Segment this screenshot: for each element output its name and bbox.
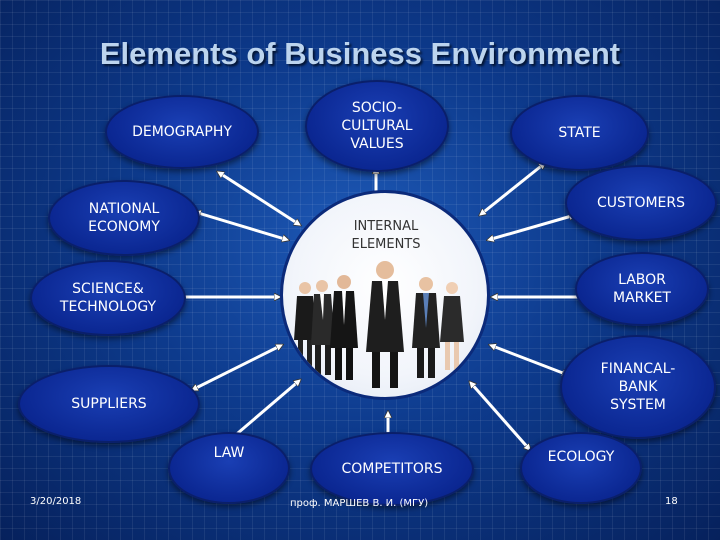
labor-market-label: LABOR MARKET bbox=[613, 271, 671, 306]
arrow-ecology bbox=[470, 382, 530, 450]
state-label: STATE bbox=[558, 124, 601, 141]
person-figure bbox=[366, 261, 404, 388]
socio-cultural-label: SOCIO- CULTURAL VALUES bbox=[341, 99, 413, 153]
financial-bank-system-ellipse: FINANCAL- BANK SYSTEM bbox=[560, 335, 716, 439]
national-economy-ellipse: NATIONAL ECONOMY bbox=[48, 180, 200, 256]
person-figure bbox=[412, 277, 440, 378]
suppliers-ellipse: SUPPLIERS bbox=[18, 365, 200, 443]
law-label: LAW bbox=[213, 444, 245, 461]
arrow-financial-bank bbox=[490, 345, 568, 375]
science-technology-label: SCIENCE& TECHNOLOGY bbox=[59, 280, 157, 315]
slide-title: Elements of Business Environment bbox=[99, 36, 621, 71]
science-technology-ellipse: SCIENCE& TECHNOLOGY bbox=[30, 260, 186, 336]
arrow-customers bbox=[488, 215, 575, 240]
national-economy-label: NATIONAL ECONOMY bbox=[88, 200, 160, 235]
demography-ellipse: DEMOGRAPHY bbox=[105, 95, 259, 169]
state-ellipse: STATE bbox=[510, 95, 649, 171]
competitors-label: COMPETITORS bbox=[341, 460, 443, 477]
person-figure bbox=[330, 275, 358, 380]
footer-date: 3/20/2018 bbox=[30, 496, 82, 507]
suppliers-label: SUPPLIERS bbox=[71, 395, 147, 412]
financial-bank-system-label: FINANCAL- BANK SYSTEM bbox=[600, 360, 676, 414]
person-figure bbox=[311, 280, 335, 375]
arrow-state bbox=[480, 163, 545, 215]
internal-elements-label: INTERNAL ELEMENTS bbox=[351, 219, 421, 253]
customers-ellipse: CUSTOMERS bbox=[565, 165, 717, 241]
law-ellipse: LAW bbox=[168, 432, 290, 504]
ecology-label: ECOLOGY bbox=[547, 448, 615, 465]
customers-label: CUSTOMERS bbox=[596, 194, 686, 211]
person-figure bbox=[440, 282, 464, 370]
arrow-suppliers bbox=[192, 343, 282, 392]
business-people-illustration bbox=[294, 261, 464, 388]
ecology-ellipse: ECOLOGY bbox=[520, 432, 642, 504]
competitors-ellipse: COMPETITORS bbox=[310, 432, 474, 506]
socio-cultural-ellipse: SOCIO- CULTURAL VALUES bbox=[305, 80, 449, 172]
arrow-national-economy bbox=[195, 212, 288, 240]
footer-page-number: 18 bbox=[665, 496, 678, 507]
footer-author: проф. МАРШЕВ В. И. (МГУ) bbox=[290, 498, 429, 509]
demography-label: DEMOGRAPHY bbox=[132, 123, 232, 140]
labor-market-ellipse: LABOR MARKET bbox=[575, 252, 709, 326]
